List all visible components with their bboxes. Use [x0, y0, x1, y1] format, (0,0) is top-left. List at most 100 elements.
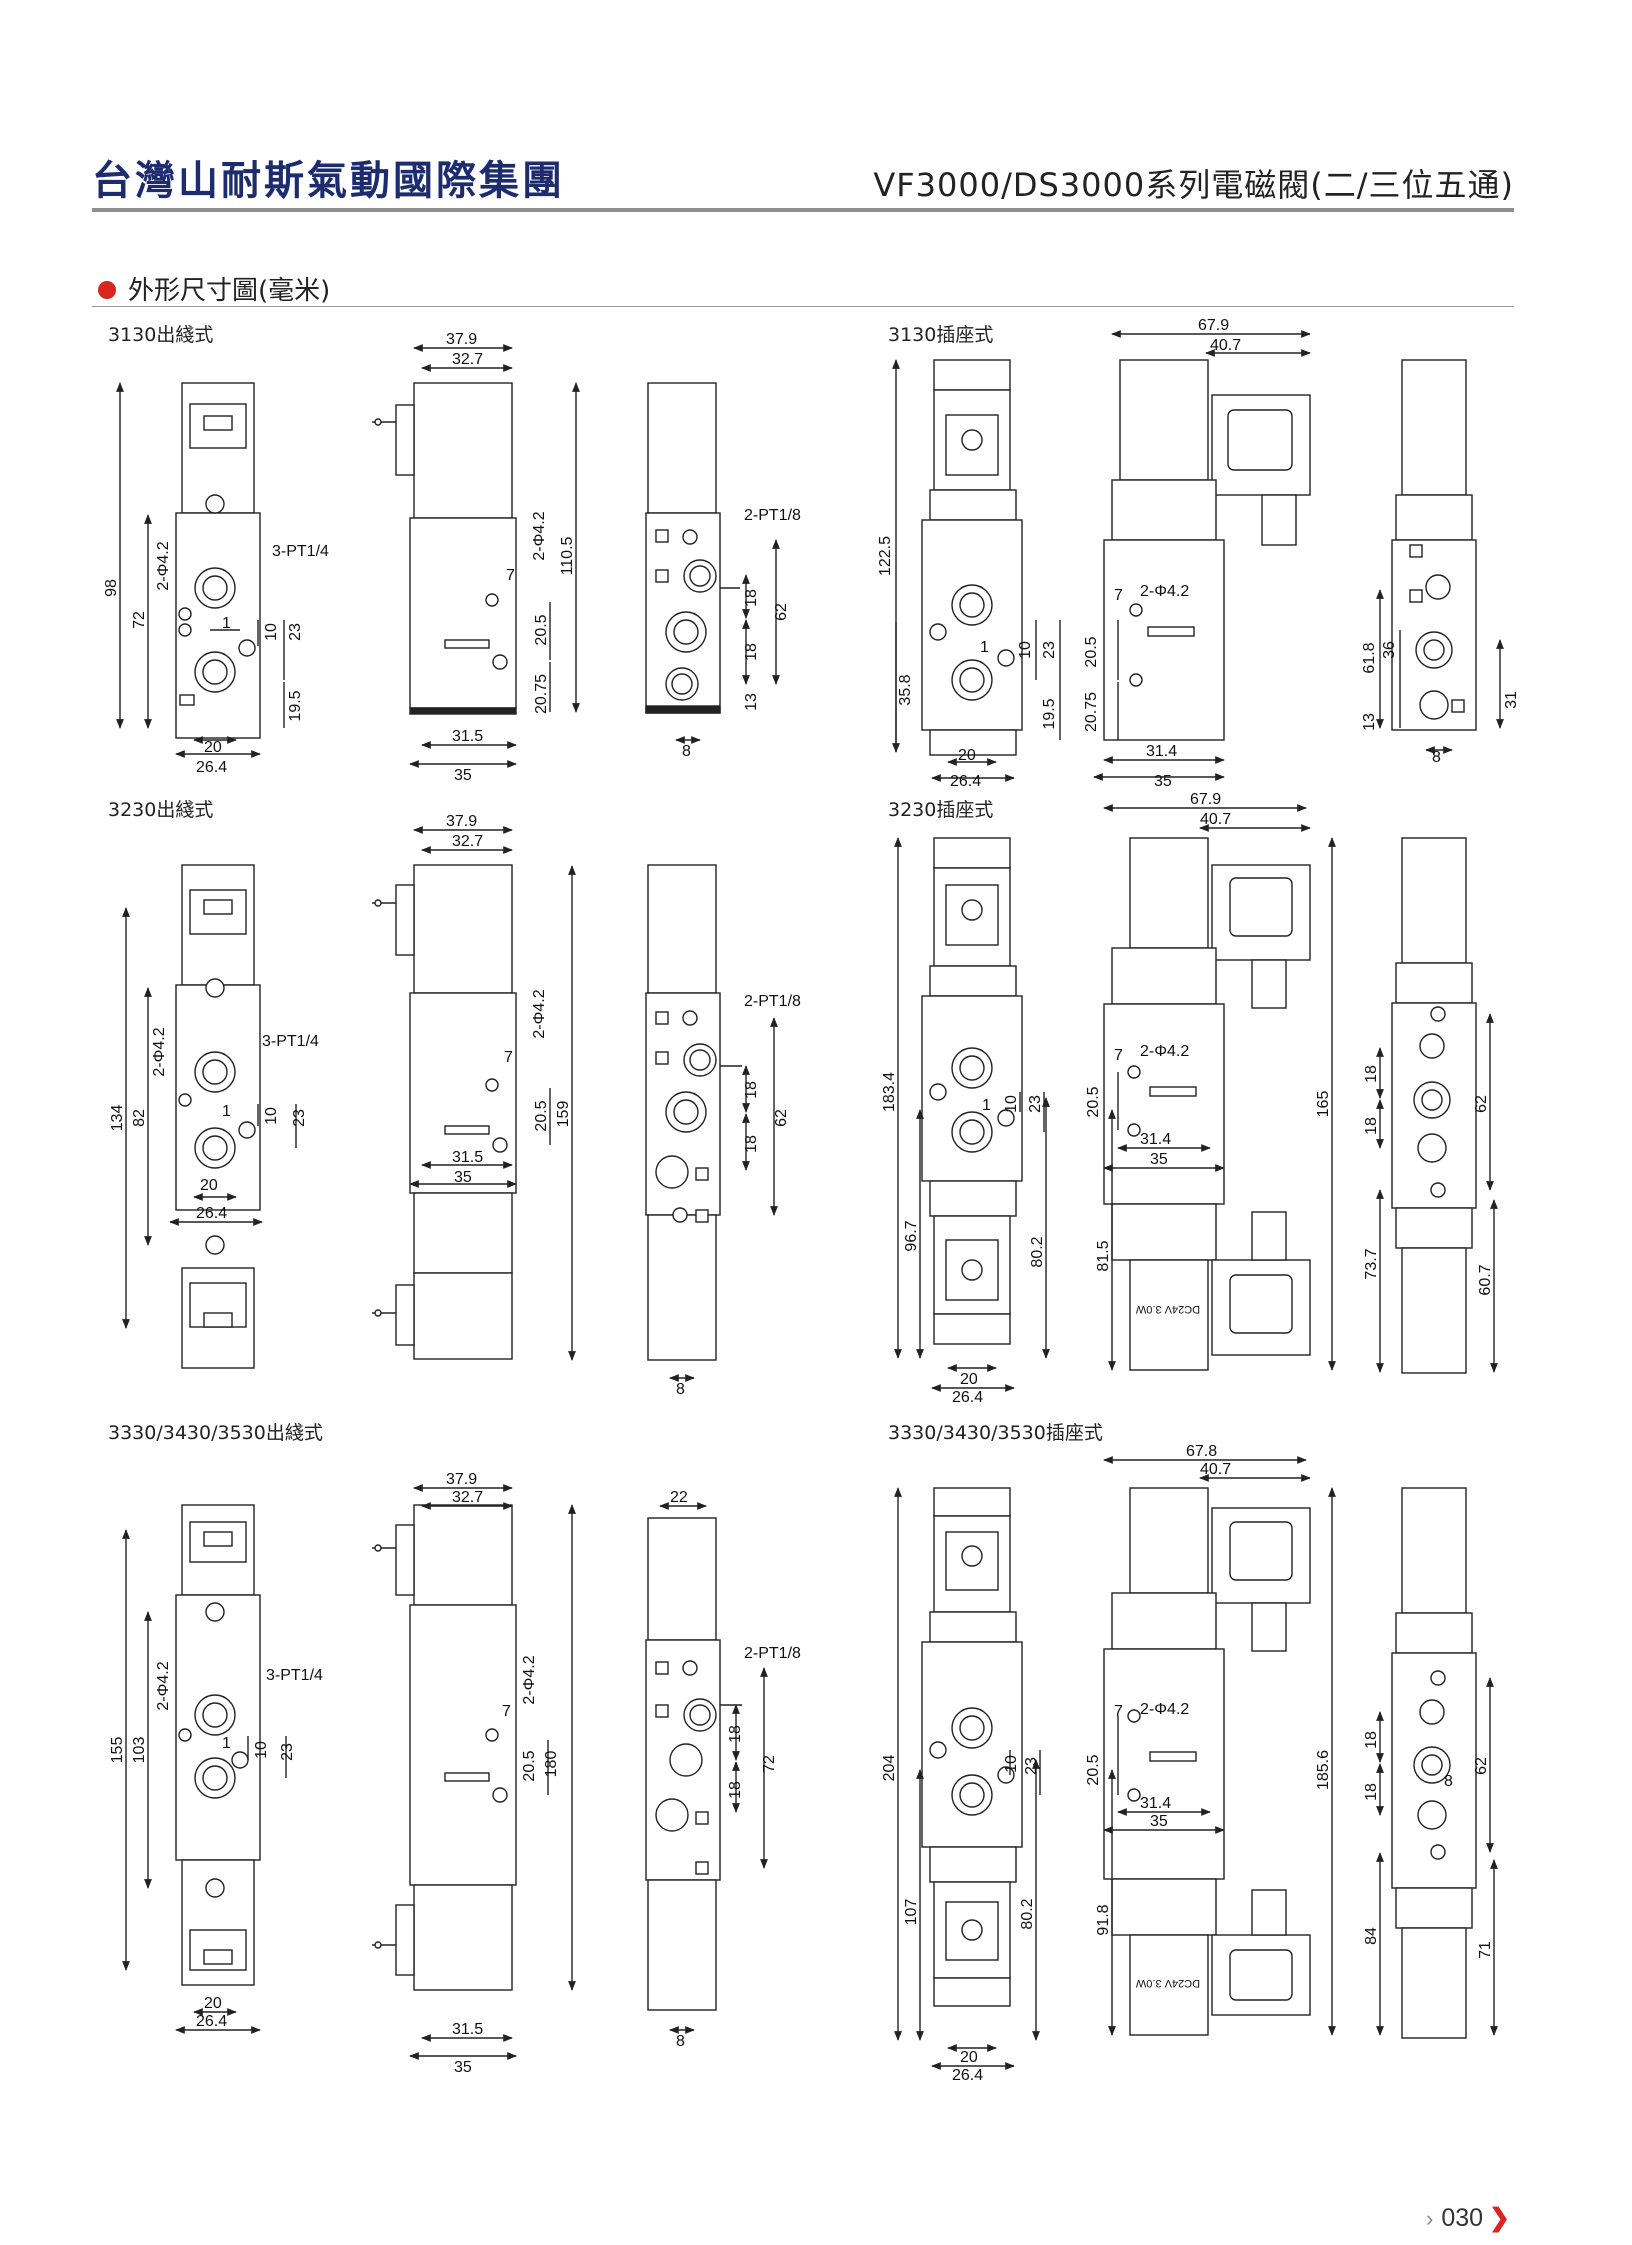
dim-label: 31.4	[1140, 1131, 1171, 1148]
dim-label: 62	[773, 1109, 790, 1127]
dim-label: 10	[263, 1107, 280, 1125]
dim-label: 20	[960, 2049, 978, 2066]
dim-label: 31	[1503, 691, 1520, 709]
brand-name: 台灣山耐斯氣動國際集團	[92, 158, 565, 204]
dim-label: 2-Φ4.2	[1140, 1043, 1189, 1060]
dim-label: 61.8	[1361, 642, 1378, 673]
dim-label: 134	[109, 1105, 126, 1132]
dim-label: 82	[131, 1109, 148, 1127]
dim-label: 98	[103, 579, 120, 597]
dim-label: 7	[1114, 587, 1123, 604]
drawing-3230-wire-back	[645, 864, 778, 1382]
dim-label: 73.7	[1363, 1248, 1380, 1279]
dim-label: 72	[131, 611, 148, 629]
dim-label: 19.5	[287, 690, 304, 721]
dim-label: 19.5	[1041, 698, 1058, 729]
dim-label: 23	[287, 623, 304, 641]
page-number: ›030❯	[1426, 2203, 1510, 2233]
dim-label: 155	[109, 1737, 126, 1764]
dim-label: 35	[454, 767, 472, 784]
dim-label: 103	[131, 1737, 148, 1764]
dim-label: 18	[743, 1081, 760, 1099]
title-divider	[92, 208, 1514, 212]
dim-label: 26.4	[196, 2013, 227, 2030]
dim-label: 62	[1473, 1757, 1490, 1775]
dim-label: 159	[555, 1101, 572, 1128]
dim-label: 40.7	[1200, 811, 1231, 828]
dim-label: 10	[253, 1741, 270, 1759]
dim-label: 96.7	[903, 1220, 920, 1251]
drawing-3330-wire-front	[122, 1504, 287, 2034]
dim-label: 1	[222, 1103, 231, 1120]
drawing-3230-wire-side	[372, 826, 576, 1361]
dim-label: 20	[960, 1371, 978, 1388]
drawing-3230-socket-side	[1103, 804, 1336, 1371]
dim-label: 71	[1477, 1941, 1494, 1959]
dim-label: 18	[1363, 1783, 1380, 1801]
dim-label: 31.5	[452, 1149, 483, 1166]
drawing-3230-socket-back	[1376, 837, 1498, 1374]
dim-label: 67.9	[1198, 317, 1229, 334]
dim-label: 13	[1361, 713, 1378, 731]
dim-label: 10	[1017, 641, 1034, 659]
dim-label: 8	[682, 743, 691, 760]
dim-label: 2-PT1/8	[744, 993, 801, 1010]
drawing-3330-socket-side	[1103, 1456, 1336, 2036]
dim-label: 84	[1363, 1927, 1380, 1945]
dim-label: 26.4	[196, 1205, 227, 1222]
dim-label: 80.2	[1019, 1898, 1036, 1929]
caption-3330-wire: 3330/3430/3530出綫式	[108, 1422, 323, 1444]
dim-label: 35	[1150, 1151, 1168, 1168]
dim-label: 3-PT1/4	[262, 1033, 319, 1050]
dim-label: 20.5	[533, 1100, 550, 1131]
drawing-3130-socket-back	[1376, 359, 1504, 754]
dim-label: 2-PT1/8	[744, 507, 801, 524]
dim-label: 18	[743, 589, 760, 607]
dim-label: 7	[1114, 1703, 1123, 1720]
dim-label: 2-PT1/8	[744, 1645, 801, 1662]
dim-label: 20.75	[1083, 692, 1100, 732]
dim-label: 35.8	[897, 674, 914, 705]
dim-label: 18	[1363, 1065, 1380, 1083]
dim-label: 31.4	[1140, 1795, 1171, 1812]
dim-label: 18	[1363, 1731, 1380, 1749]
dim-label: 20.5	[1085, 1754, 1102, 1785]
dim-label: 8	[1444, 1773, 1453, 1790]
dim-label: 20.75	[533, 674, 550, 714]
dim-label: 8	[676, 1381, 685, 1398]
drawing-3330-wire-side	[372, 1484, 576, 2060]
dim-label: 18	[743, 1135, 760, 1153]
dim-label: 62	[773, 603, 790, 621]
drawing-3330-socket-front	[894, 1487, 1041, 2070]
dim-label: 7	[502, 1703, 511, 1720]
page-number-label: 030	[1441, 2204, 1484, 2232]
dim-label: 1	[222, 1735, 231, 1752]
dim-label: 3-PT1/4	[266, 1667, 323, 1684]
dim-label: 2-Φ4.2	[531, 511, 548, 560]
dim-label: 67.9	[1190, 791, 1221, 808]
dim-label: 2-Φ4.2	[1140, 583, 1189, 600]
bullet-dot-icon	[98, 280, 116, 299]
dim-label: 62	[1473, 1095, 1490, 1113]
dim-label: 23	[291, 1109, 308, 1127]
dim-label: 37.9	[446, 813, 477, 830]
drawing-3330-wire-back	[645, 1502, 768, 2034]
drawing-3230-wire-front	[122, 864, 297, 1369]
drawing-3130-socket-front	[892, 359, 1061, 782]
dim-label: 3-PT1/4	[272, 543, 329, 560]
dim-label: 20	[958, 747, 976, 764]
caption-3230-wire: 3230出綫式	[108, 799, 214, 821]
dim-label: 20.5	[1085, 1086, 1102, 1117]
dim-label: 26.4	[196, 759, 227, 776]
dim-label: 23	[1027, 1095, 1044, 1113]
dim-label: 107	[903, 1899, 920, 1926]
dim-label: 10	[1003, 1095, 1020, 1113]
dim-label: 183.4	[881, 1072, 898, 1112]
dim-label: 36	[1381, 641, 1398, 659]
dim-label: 8	[1432, 749, 1441, 766]
dim-label: 122.5	[877, 536, 894, 576]
dim-label: 2-Φ4.2	[1140, 1701, 1189, 1718]
drawing-3130-wire-side	[372, 344, 580, 768]
arrow-right-icon: ❯	[1489, 2204, 1510, 2232]
dim-label: 35	[454, 2059, 472, 2076]
